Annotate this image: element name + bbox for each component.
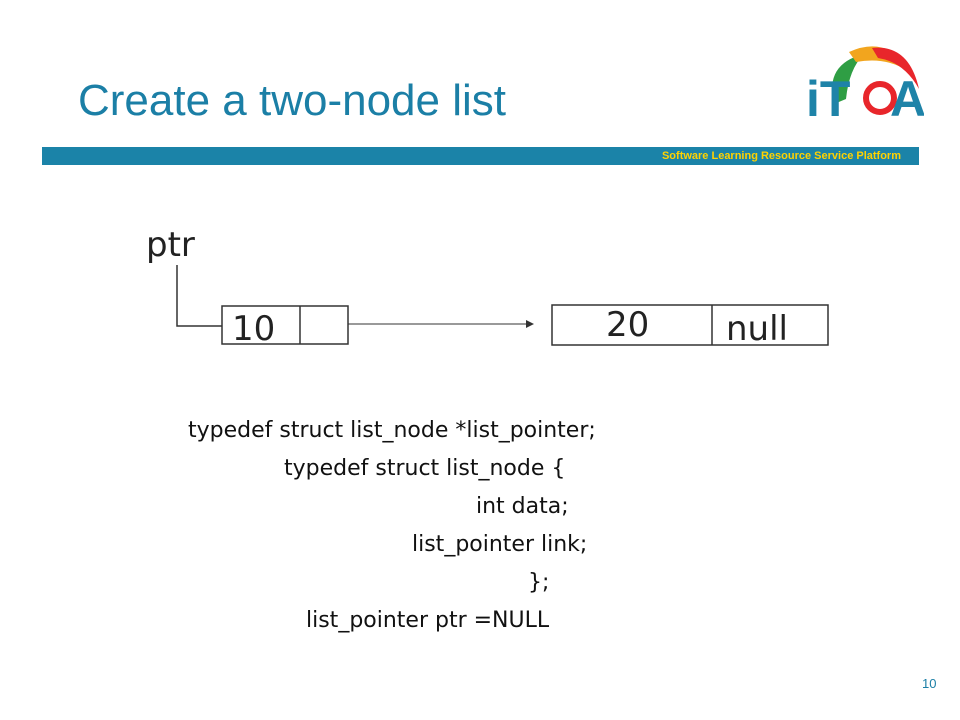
header-banner: Software Learning Resource Service Platf… bbox=[42, 147, 919, 165]
code-line: typedef struct list_node { bbox=[284, 456, 566, 481]
node-2-box bbox=[551, 304, 829, 346]
node-2-data: 20 bbox=[606, 305, 649, 345]
node-link-arrow bbox=[348, 320, 534, 328]
node-1-data: 10 bbox=[232, 309, 275, 349]
logo-ring bbox=[863, 81, 897, 115]
node-2: 20 null bbox=[551, 304, 829, 349]
logo-letter: A bbox=[890, 71, 924, 127]
page-number: 10 bbox=[922, 676, 937, 691]
node-2-link: null bbox=[726, 309, 788, 349]
ptr-arrow bbox=[176, 265, 222, 327]
itca-logo: iT A bbox=[806, 46, 924, 127]
logo-swoosh-orange bbox=[849, 46, 912, 74]
code-line: list_pointer ptr =NULL bbox=[306, 608, 550, 633]
logo-swoosh-green bbox=[832, 54, 864, 104]
logo-swoosh-red bbox=[872, 47, 919, 89]
tagline: Software Learning Resource Service Platf… bbox=[661, 150, 901, 162]
ptr-label: ptr bbox=[146, 225, 195, 265]
node-1-box bbox=[221, 305, 349, 345]
code-line: }; bbox=[528, 570, 550, 595]
code-line: typedef struct list_node *list_pointer; bbox=[188, 418, 596, 443]
code-line: int data; bbox=[476, 494, 569, 519]
code-line: list_pointer link; bbox=[412, 532, 588, 557]
node-1: 10 bbox=[221, 305, 349, 349]
slide-title: Create a two-node list bbox=[78, 76, 506, 125]
link-arrowhead bbox=[526, 320, 534, 328]
logo-text: iT bbox=[806, 71, 850, 127]
